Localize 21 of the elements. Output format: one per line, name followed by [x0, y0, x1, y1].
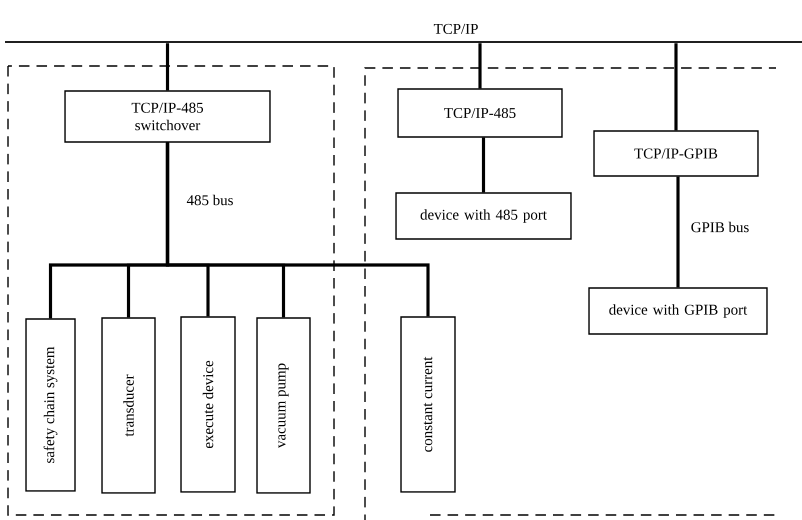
device-box: execute device [180, 316, 236, 493]
device-box: vacuum pump [256, 317, 311, 494]
module-box: TCP/IP-GPIB [593, 130, 759, 177]
device-box: constant current [400, 316, 456, 493]
device-box: safety chain system [25, 318, 76, 492]
module-box: device with GPIB port [588, 287, 768, 335]
dashed-region [7, 65, 335, 516]
module-box: TCP/IP-485 switchover [64, 90, 271, 143]
edge-label: 485 bus [184, 192, 236, 207]
connector-line [478, 43, 482, 88]
connector-line [482, 138, 486, 192]
connector-line [166, 142, 430, 316]
connector-line [676, 176, 680, 288]
connector-line [166, 43, 170, 90]
connector-line [674, 43, 678, 130]
device-box: transducer [101, 317, 156, 494]
edge-label: GPIB bus [689, 220, 751, 234]
network-bus: TCP/IP [5, 24, 802, 43]
dashed-region [364, 67, 777, 520]
module-box: TCP/IP-485 [397, 88, 563, 138]
module-box: device with 485 port [395, 192, 572, 240]
